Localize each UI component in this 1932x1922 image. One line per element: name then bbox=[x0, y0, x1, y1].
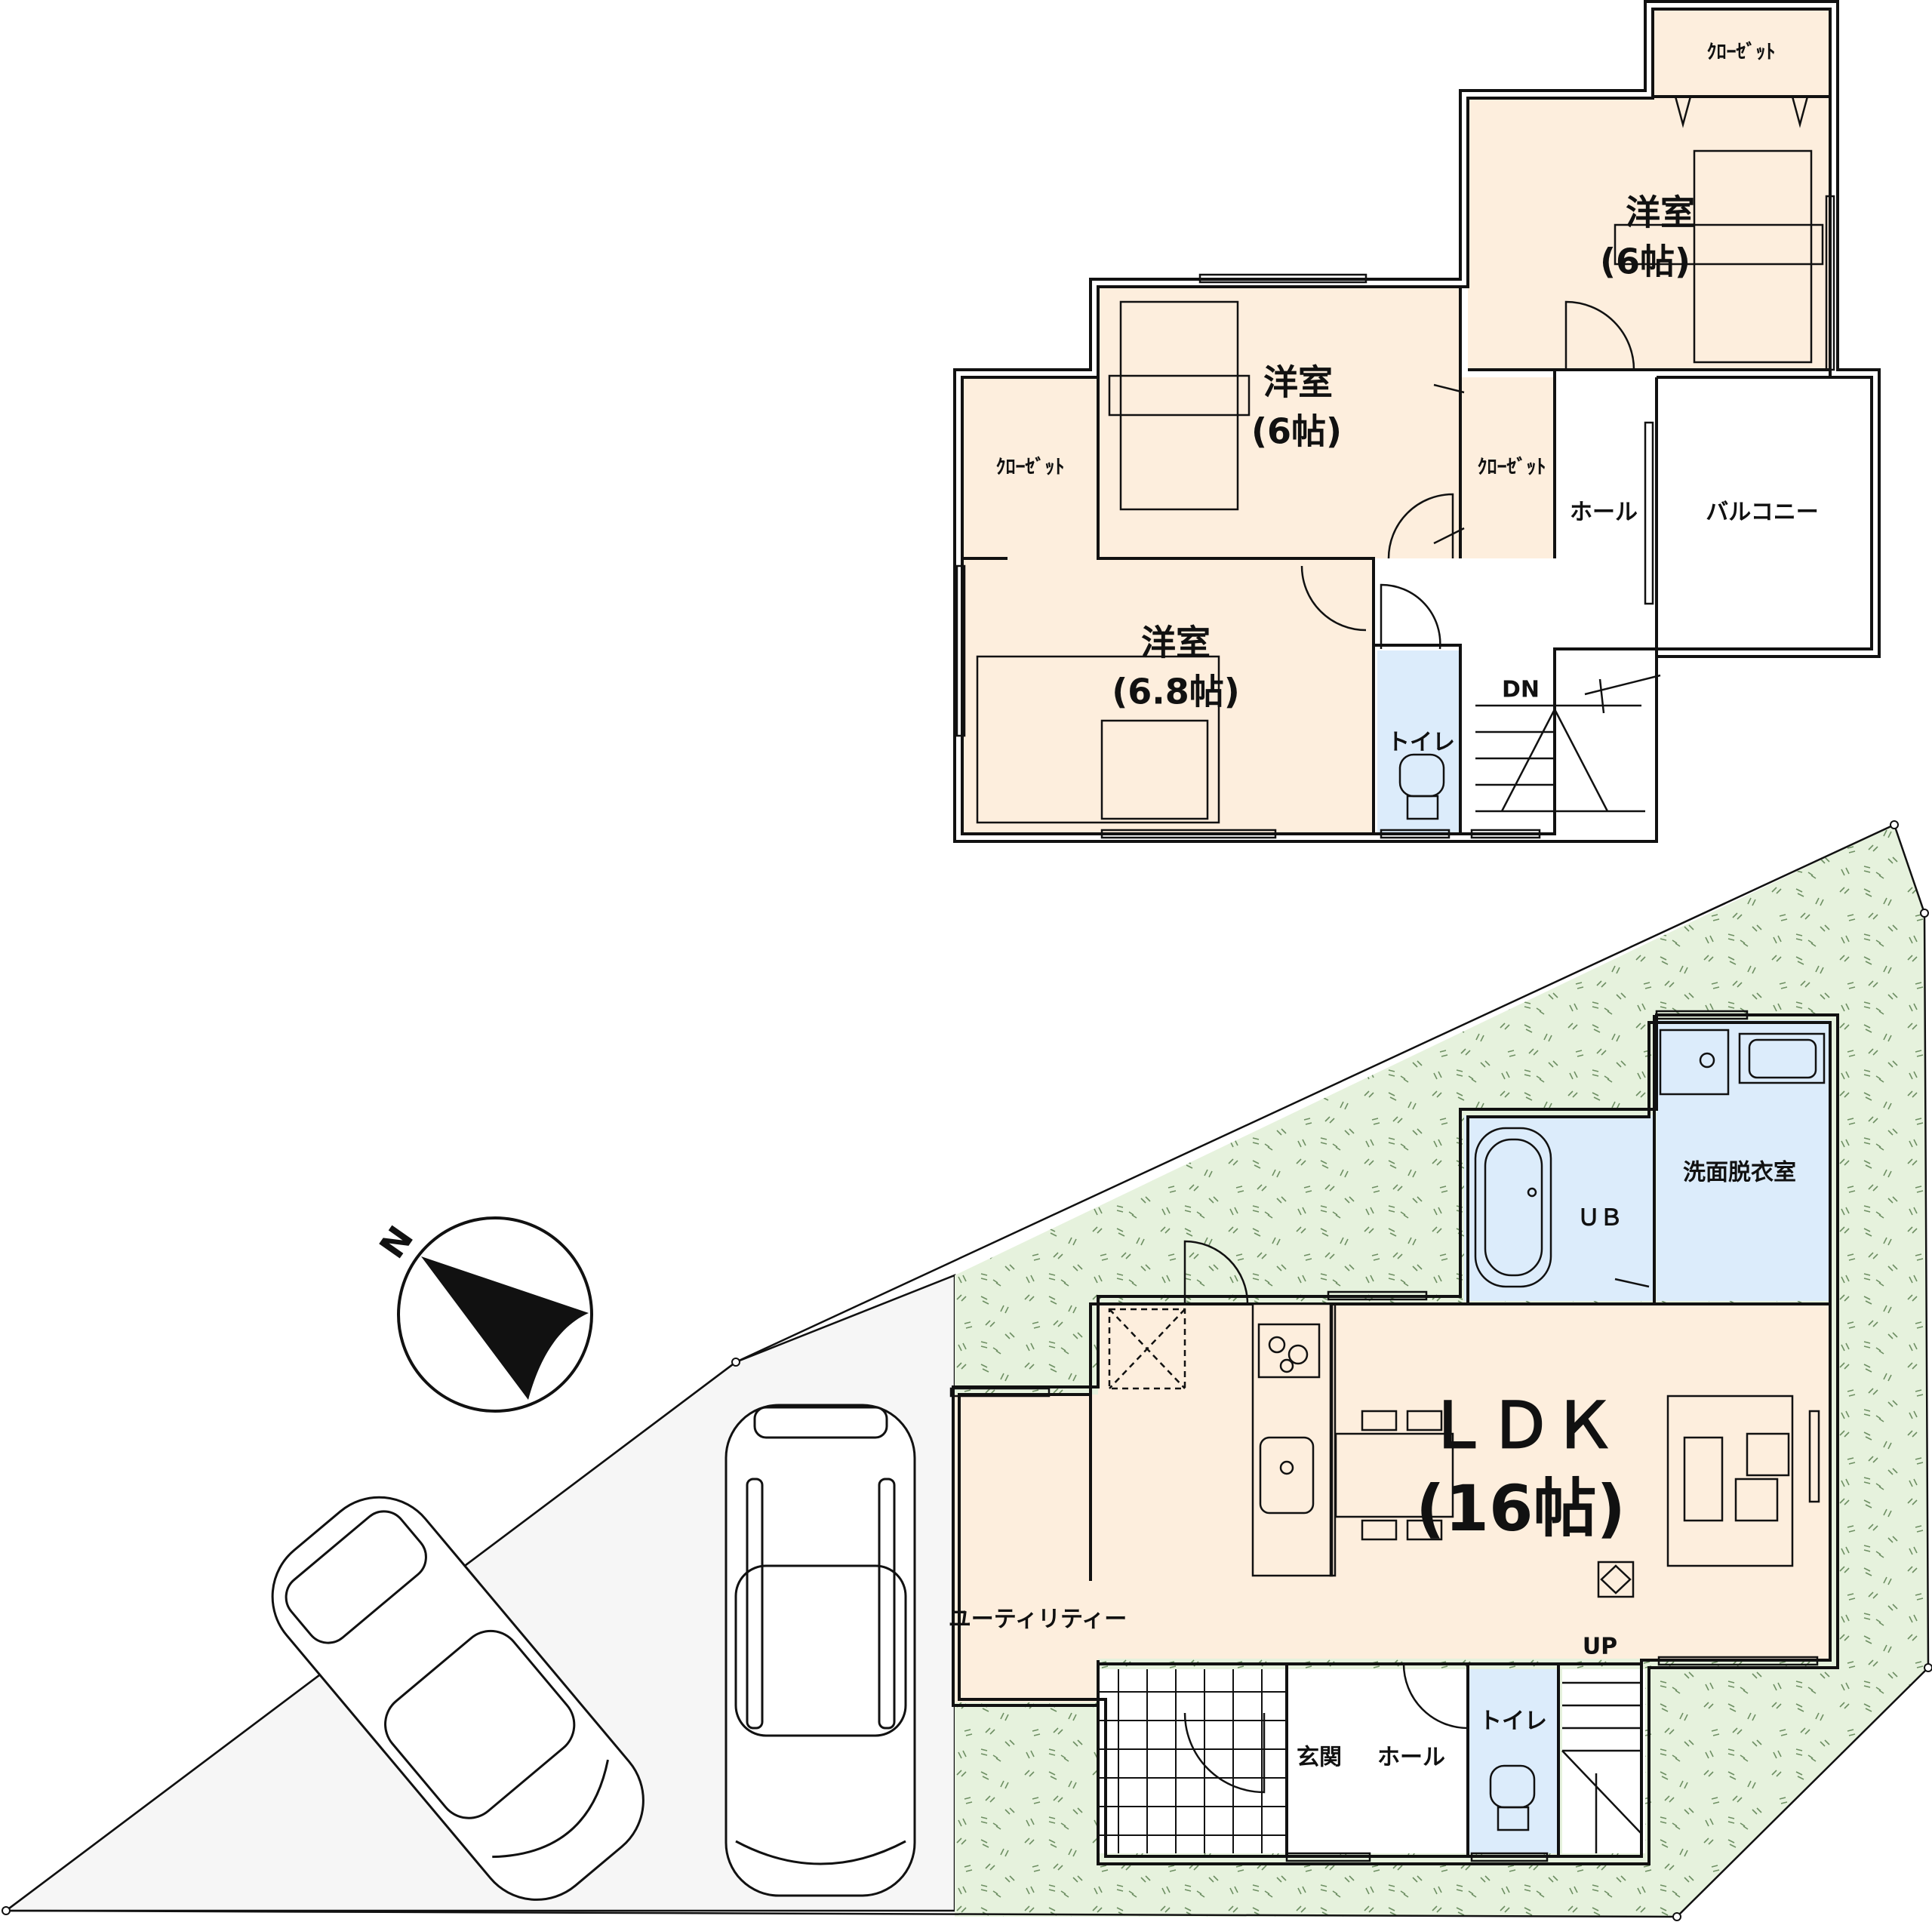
hall-1f bbox=[1287, 1669, 1468, 1853]
ldk-name: ＬＤＫ bbox=[1426, 1388, 1616, 1462]
room-south-name: 洋室 bbox=[1141, 623, 1211, 663]
room-north-fill bbox=[1468, 97, 1830, 371]
bed-south bbox=[976, 655, 1220, 824]
room-west-name: 洋室 bbox=[1263, 362, 1333, 403]
balcony-label: バルコニー bbox=[1706, 500, 1818, 526]
north-label: N bbox=[371, 1219, 421, 1266]
stairs-2f bbox=[1475, 674, 1661, 813]
closet-north-label: ｸﾛｰｾﾞｯﾄ bbox=[1706, 41, 1775, 64]
hall-1f-label: ホール bbox=[1377, 1745, 1445, 1771]
toilet-fixture-2f bbox=[1398, 753, 1445, 820]
room-west-fill bbox=[1098, 285, 1460, 558]
floor-1 bbox=[949, 1010, 1839, 1865]
toilet-2f-fill bbox=[1377, 650, 1460, 834]
closet-mid-label: ｸﾛｰｾﾞｯﾄ bbox=[1477, 456, 1546, 479]
car-icon bbox=[271, 1496, 645, 1901]
room-north-size: (6帖) bbox=[1600, 241, 1690, 282]
bed-west bbox=[1108, 300, 1251, 511]
utility-label: ユーティリティー bbox=[949, 1607, 1127, 1633]
bed-north bbox=[1614, 149, 1824, 364]
closet-west-fill bbox=[962, 377, 1098, 558]
dining-table bbox=[1334, 1410, 1454, 1541]
entrance-tiles bbox=[1098, 1669, 1287, 1853]
closet-north-fill bbox=[1653, 9, 1830, 96]
toilet-1f-label: トイレ bbox=[1479, 1708, 1547, 1735]
room-west-size: (6帖) bbox=[1251, 411, 1342, 452]
north-arrow-icon: N bbox=[371, 1216, 593, 1413]
bathroom bbox=[1464, 1115, 1654, 1301]
heater-icon bbox=[1597, 1561, 1635, 1598]
hall-2f-label: ホール bbox=[1570, 500, 1638, 526]
car-icon bbox=[724, 1404, 916, 1897]
washroom bbox=[1657, 1020, 1830, 1301]
ldk-room bbox=[1098, 1304, 1830, 1659]
utility-room bbox=[953, 1395, 1098, 1702]
ldk-size: (16帖) bbox=[1416, 1471, 1626, 1545]
room-south-size: (6.8帖) bbox=[1112, 672, 1240, 712]
bath-label: ＵＢ bbox=[1577, 1205, 1623, 1232]
stair-dn-label: DN bbox=[1502, 677, 1540, 703]
closet-west-label: ｸﾛｰｾﾞｯﾄ bbox=[995, 456, 1064, 479]
washroom-label: 洗面脱衣室 bbox=[1683, 1160, 1796, 1186]
stairs-1f bbox=[1561, 1681, 1642, 1853]
entrance-label: 玄関 bbox=[1297, 1745, 1342, 1771]
fridge-space bbox=[1108, 1308, 1186, 1390]
toilet-2f-label: トイレ bbox=[1387, 730, 1455, 756]
room-south-fill bbox=[962, 558, 1374, 834]
wash-basin bbox=[1659, 1029, 1826, 1096]
kitchen-counter bbox=[1251, 1302, 1337, 1577]
toilet-1f bbox=[1468, 1669, 1558, 1853]
floor-2 bbox=[953, 0, 1881, 843]
toilet-fixture-1f bbox=[1489, 1764, 1536, 1831]
room-north-name: 洋室 bbox=[1626, 192, 1695, 233]
closet-mid-fill bbox=[1460, 377, 1555, 558]
sofa-set bbox=[1666, 1395, 1794, 1567]
bathtub bbox=[1474, 1127, 1552, 1288]
stair-up-label: UP bbox=[1583, 1634, 1617, 1660]
